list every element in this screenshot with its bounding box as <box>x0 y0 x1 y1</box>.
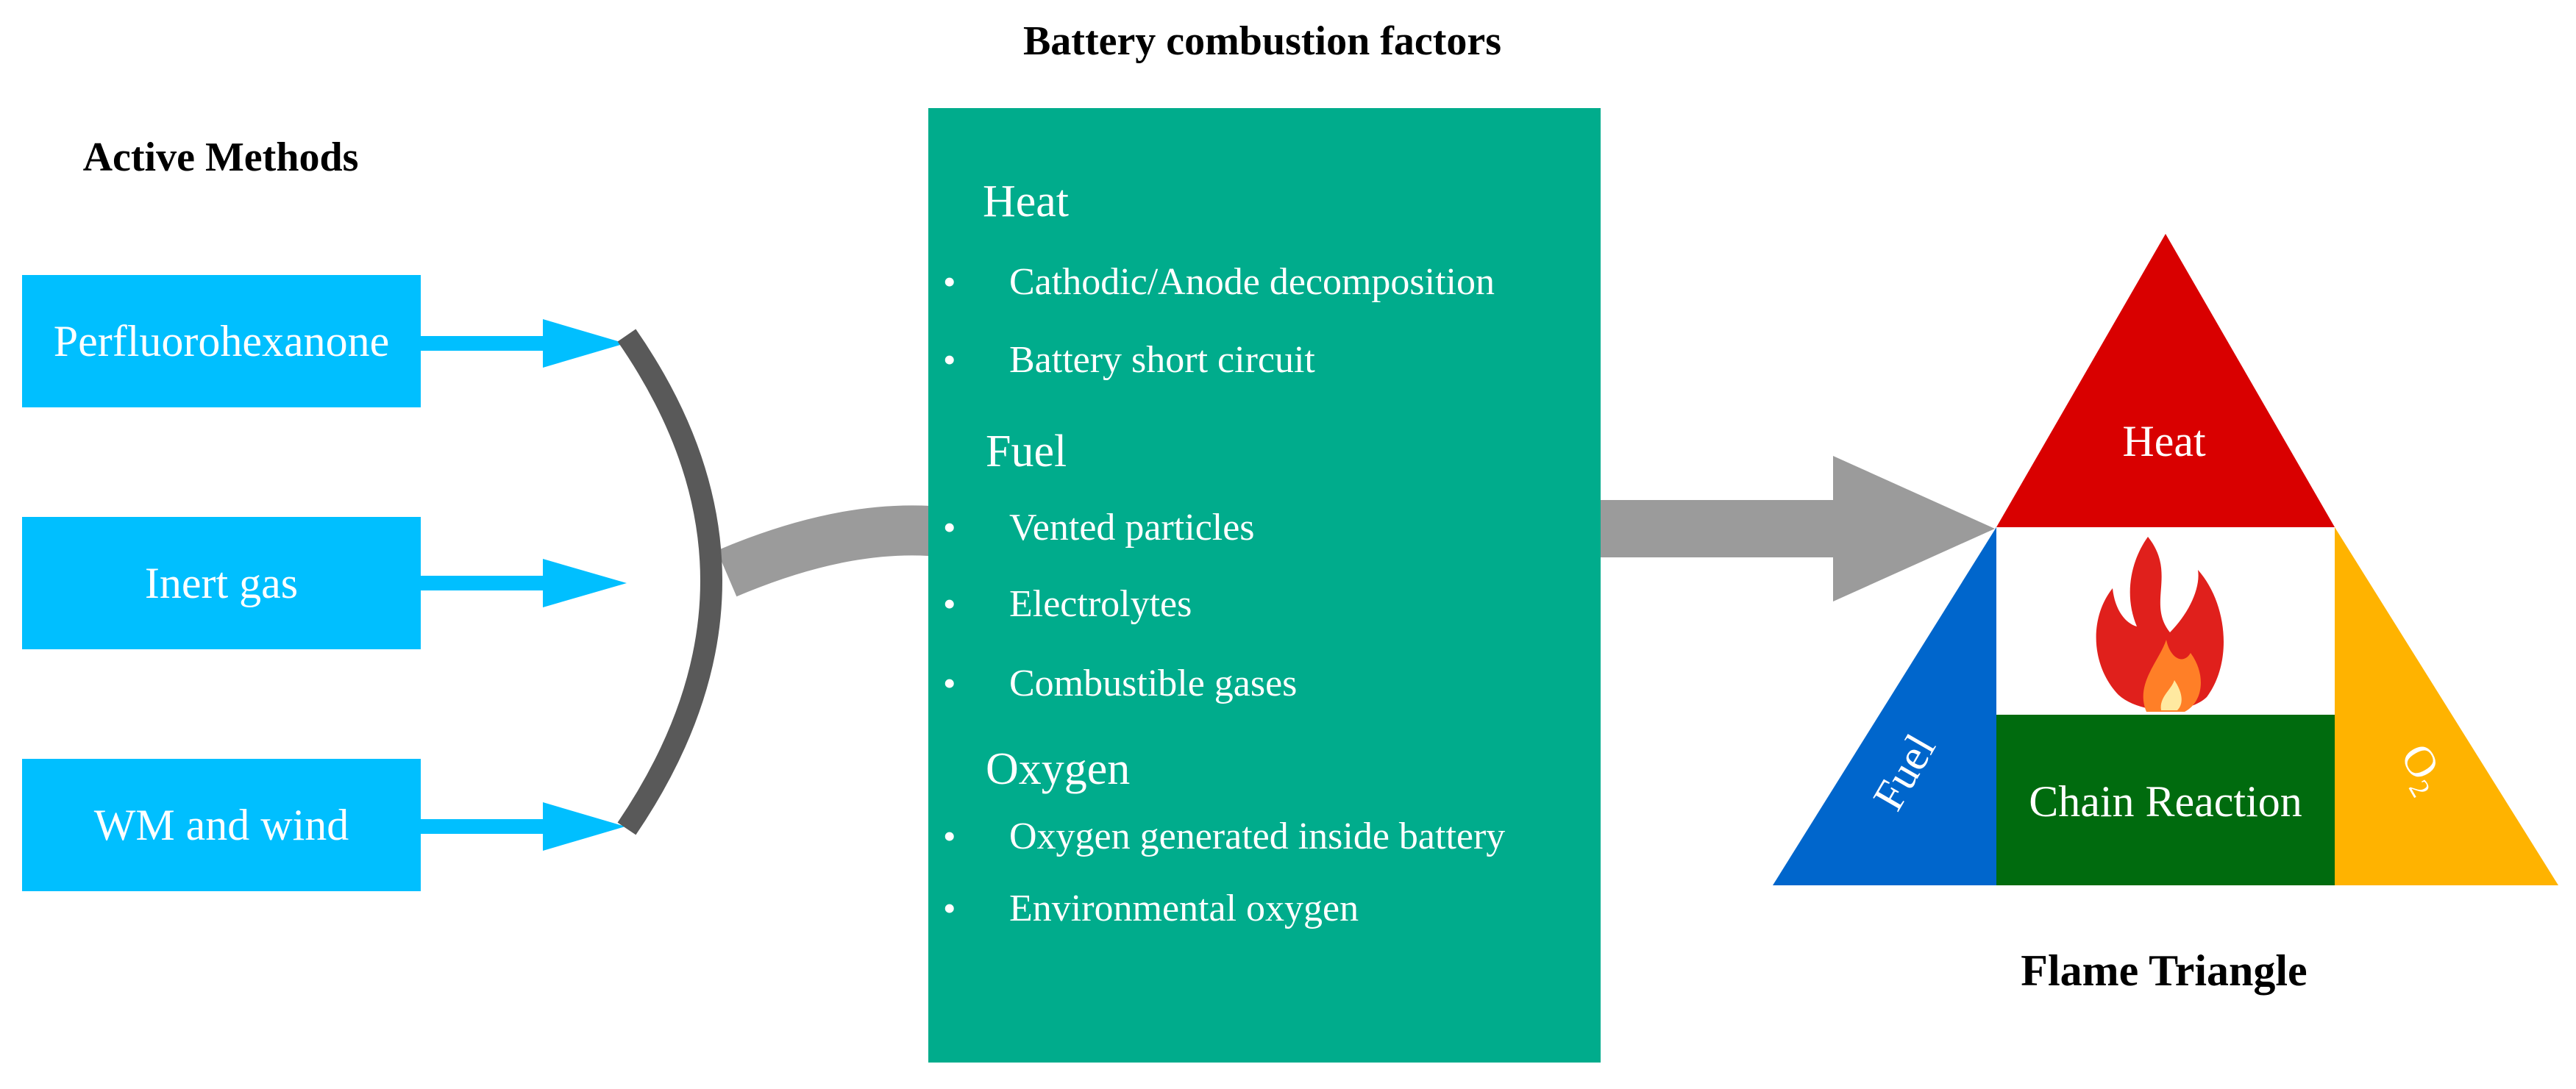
method-label: Perfluorohexanone <box>54 317 390 365</box>
flame-icon <box>2096 537 2224 712</box>
factor-item: Combustible gases <box>1009 663 1297 704</box>
bullet: • <box>943 339 956 380</box>
combustion-factors-box <box>928 108 1601 1063</box>
factor-item: Vented particles <box>1009 507 1255 549</box>
combustion-factors-heading: Battery combustion factors <box>1023 18 1501 64</box>
heat-label: Heat <box>2122 417 2206 465</box>
method-box <box>22 517 421 649</box>
factor-item: Battery short circuit <box>1009 339 1315 381</box>
method-arrow <box>421 802 625 851</box>
method-inert-gas: Inert gas <box>22 517 421 649</box>
method-label: Inert gas <box>145 559 298 607</box>
factor-title-fuel: Fuel <box>986 426 1067 476</box>
bracket-connector <box>716 505 931 597</box>
active-methods-heading: Active Methods <box>83 135 359 180</box>
fuel-segment <box>1773 527 1996 885</box>
factor-item: Environmental oxygen <box>1009 888 1359 929</box>
heat-segment <box>1996 234 2335 527</box>
method-perfluorohexanone: Perfluorohexanone <box>22 275 421 407</box>
method-bracket <box>617 329 722 835</box>
oxygen-segment <box>2335 527 2558 885</box>
bullet: • <box>943 815 956 857</box>
bullet: • <box>943 888 956 929</box>
method-box <box>22 275 421 407</box>
factor-item: Electrolytes <box>1009 583 1192 625</box>
factor-group-fuel: Fuel • Vented particles • Electrolytes •… <box>943 426 1297 704</box>
bullet: • <box>943 261 956 302</box>
method-arrow <box>421 559 627 607</box>
bullet: • <box>943 663 956 704</box>
flame-triangle-heading: Flame Triangle <box>2021 946 2307 995</box>
bullet: • <box>943 507 956 548</box>
chain-reaction-label: Chain Reaction <box>2029 777 2302 826</box>
factor-title-heat: Heat <box>983 176 1069 226</box>
method-box <box>22 759 421 891</box>
factors-to-triangle-arrow <box>1601 456 1995 601</box>
method-label: WM and wind <box>94 801 349 849</box>
factor-group-oxygen: Oxygen • Oxygen generated inside battery… <box>943 744 1505 929</box>
factor-group-heat: Heat • Cathodic/Anode decomposition • Ba… <box>943 176 1495 381</box>
flame-triangle: Heat Chain Reaction Fuel O2 <box>1773 234 2558 885</box>
method-arrow <box>421 319 625 368</box>
bullet: • <box>943 583 956 624</box>
factor-title-oxygen: Oxygen <box>986 744 1130 794</box>
factor-item: Cathodic/Anode decomposition <box>1009 261 1495 303</box>
factor-item: Oxygen generated inside battery <box>1009 815 1505 857</box>
method-wm-and-wind: WM and wind <box>22 759 421 891</box>
chain-reaction-segment <box>1996 715 2335 885</box>
